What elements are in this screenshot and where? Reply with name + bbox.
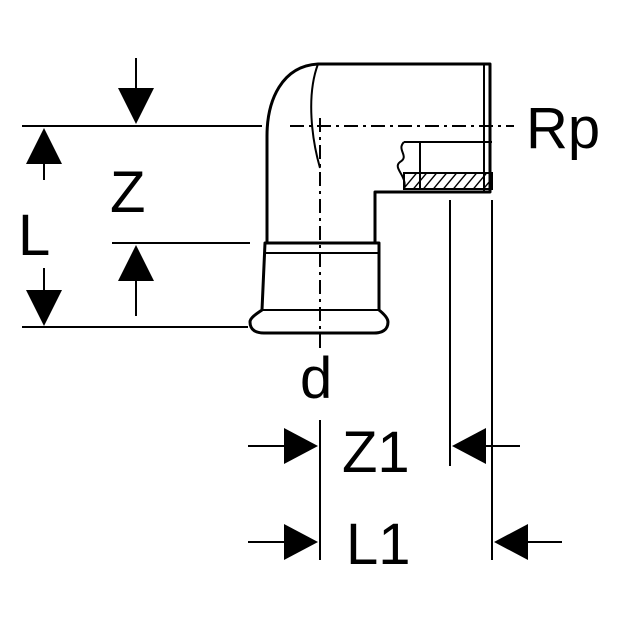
z-top-arrow <box>118 88 154 124</box>
label-rp: Rp <box>526 96 600 161</box>
thread-hatch <box>404 173 492 189</box>
l1-left-arrow <box>284 524 318 560</box>
z1-right-arrow <box>452 428 486 464</box>
label-d: d <box>300 346 332 411</box>
fitting-outline <box>265 62 492 245</box>
label-z1: Z1 <box>342 420 410 485</box>
press-collar <box>248 241 390 335</box>
thread-section-border <box>403 172 493 190</box>
label-l1: L1 <box>346 512 411 577</box>
inner-bend-line <box>310 63 321 169</box>
l-bottom-arrow <box>26 290 62 326</box>
label-z: Z <box>110 160 145 225</box>
extension-lines <box>22 125 493 560</box>
z1-left-arrow <box>284 428 318 464</box>
elbow-fitting <box>248 62 493 335</box>
label-l: L <box>18 203 50 268</box>
l-top-arrow <box>26 128 62 164</box>
center-lines <box>290 118 514 350</box>
z-bottom-arrow <box>118 245 154 281</box>
l1-right-arrow <box>494 524 528 560</box>
dimension-arrows <box>26 58 562 560</box>
